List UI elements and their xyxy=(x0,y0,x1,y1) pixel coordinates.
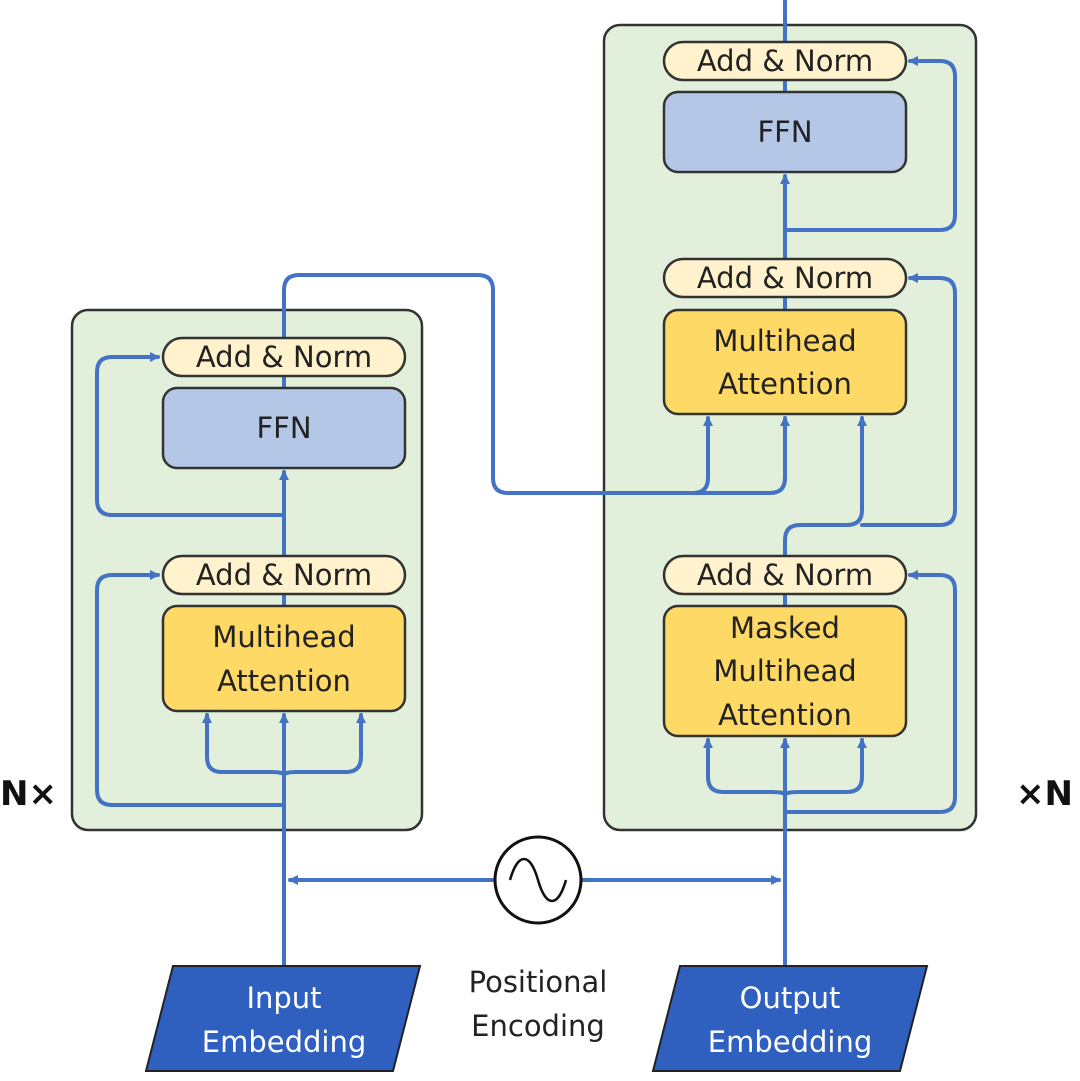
encoder-add-norm-bottom-label: Add & Norm xyxy=(196,558,372,592)
encoder-add-norm-top: Add & Norm xyxy=(161,336,407,378)
encoder-add-norm-top-label: Add & Norm xyxy=(196,340,372,374)
decoder-ffn: FFN xyxy=(662,90,908,174)
output-embedding: Output Embedding xyxy=(651,965,929,1072)
encoder-attention-line2: Attention xyxy=(217,664,351,698)
decoder-masked-attention-line2: Multihead xyxy=(713,654,856,688)
output-embedding-line2: Embedding xyxy=(708,1025,872,1059)
input-embedding-line1: Input xyxy=(246,981,321,1015)
decoder-cross-attention-line1: Multihead xyxy=(713,324,856,358)
output-embedding-line1: Output xyxy=(740,981,841,1015)
positional-encoding-line2: Encoding xyxy=(471,1009,605,1043)
decoder-add-norm-top-label: Add & Norm xyxy=(697,44,873,78)
decoder-cross-attention: Multihead Attention xyxy=(662,308,908,416)
positional-encoding-line1: Positional xyxy=(469,965,608,999)
encoder-multihead-attention: Multihead Attention xyxy=(161,604,407,713)
decoder-masked-attention: Masked Multihead Attention xyxy=(662,604,908,738)
decoder-add-norm-middle-label: Add & Norm xyxy=(697,261,873,295)
input-embedding-line2: Embedding xyxy=(202,1025,366,1059)
decoder-add-norm-bottom-label: Add & Norm xyxy=(697,558,873,592)
decoder-repeat-label: ×N xyxy=(1016,774,1073,814)
positional-encoding-icon xyxy=(493,835,583,925)
decoder-add-norm-top: Add & Norm xyxy=(662,40,908,82)
encoder-add-norm-bottom: Add & Norm xyxy=(161,554,407,596)
decoder-cross-attention-line2: Attention xyxy=(718,367,852,401)
decoder-add-norm-bottom: Add & Norm xyxy=(662,554,908,596)
input-embedding: Input Embedding xyxy=(144,965,422,1072)
encoder-attention-line1: Multihead xyxy=(212,620,355,654)
connectors xyxy=(95,0,957,967)
encoder-ffn-label: FFN xyxy=(256,411,311,445)
decoder-ffn-label: FFN xyxy=(757,115,812,149)
encoder-ffn: FFN xyxy=(161,386,407,470)
decoder-masked-attention-line1: Masked xyxy=(730,611,840,645)
decoder-add-norm-middle: Add & Norm xyxy=(662,257,908,299)
decoder-masked-attention-line3: Attention xyxy=(718,698,852,732)
encoder-repeat-label: N× xyxy=(0,774,57,814)
